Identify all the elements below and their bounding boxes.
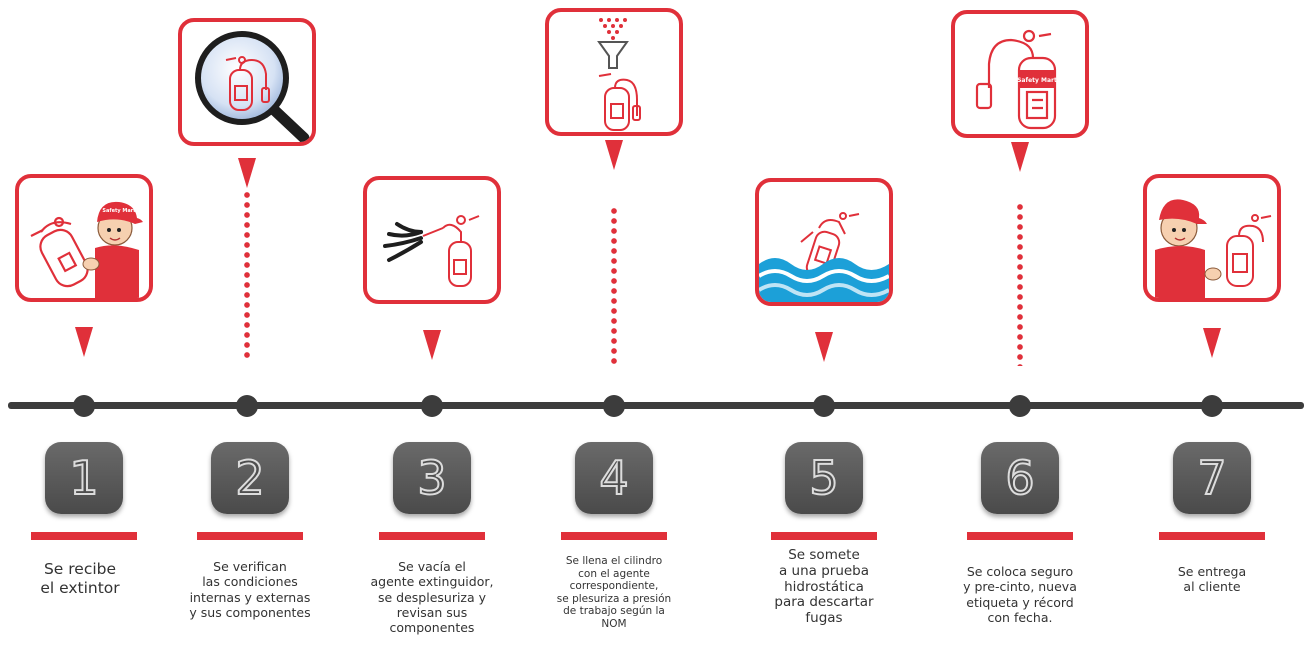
- step-4-card: [545, 8, 683, 136]
- step-6-number: 6: [1004, 451, 1035, 505]
- step-4-line-5: de trabajo según la: [563, 605, 665, 618]
- step-4-number: 4: [598, 451, 629, 505]
- step-3-line-5: componentes: [389, 620, 475, 635]
- step-2-number-badge: 2: [211, 442, 289, 514]
- step-4-line-1: Se llena el cilindro: [565, 555, 663, 567]
- step-2-divider: [197, 532, 303, 540]
- step-3-number: 3: [416, 451, 447, 505]
- step-3-line-3: se desplesuriza y: [377, 589, 487, 605]
- step-4-dotted-connector: [611, 206, 617, 366]
- step-5-line-5: fugas: [805, 610, 843, 627]
- step-4-divider: [561, 532, 667, 540]
- funnel-refill-extinguisher-icon: [597, 18, 641, 131]
- step-5-line-2: a una prueba: [778, 562, 870, 579]
- step-2-line-3: internas y externas: [189, 589, 311, 605]
- step-2-line-2: las condiciones: [202, 574, 298, 590]
- step-5-description: Se somete a una prueba hidrostática para…: [724, 547, 924, 627]
- step-4-line-2: con el agente: [578, 567, 650, 580]
- step-3-line-1: Se vacía el: [398, 559, 466, 574]
- step-2-dotted-connector: [244, 190, 250, 360]
- step-1-line-2: el extintor: [40, 578, 120, 597]
- mascot-delivering-extinguisher-icon: [1155, 199, 1272, 298]
- step-1-number: 1: [68, 451, 99, 505]
- step-6-line-1: Se coloca seguro: [966, 564, 1074, 579]
- step-6-description: Se coloca seguro y pre-cinto, nueva etiq…: [920, 564, 1120, 625]
- extinguisher-in-water-icon: [759, 212, 889, 302]
- mascot-holding-extinguisher-icon: Safety Mart: [30, 201, 143, 298]
- step-4-line-6: NOM: [601, 617, 627, 630]
- step-2-pointer: [238, 158, 256, 188]
- step-5-number: 5: [808, 451, 839, 505]
- svg-text:Safety Mart: Safety Mart: [1017, 77, 1057, 84]
- timeline-dot-5: [813, 395, 835, 417]
- step-5-pointer: [815, 332, 833, 362]
- step-4-line-4: se plesuriza a presión: [556, 592, 672, 605]
- step-6-card: Safety Mart: [951, 10, 1089, 138]
- step-1-number-badge: 1: [45, 442, 123, 514]
- step-1-description: Se recibe el extintor: [0, 560, 180, 598]
- step-5-number-badge: 5: [785, 442, 863, 514]
- labeled-extinguisher-icon: Safety Mart: [975, 29, 1057, 130]
- step-1-divider: [31, 532, 137, 540]
- step-2-card: [178, 18, 316, 146]
- step-5-divider: [771, 532, 877, 540]
- timeline-dot-4: [603, 395, 625, 417]
- step-3-number-badge: 3: [393, 442, 471, 514]
- step-5-card: [755, 178, 893, 306]
- step-6-line-3: etiqueta y récord: [966, 594, 1074, 610]
- step-7-line-1: Se entrega: [1177, 564, 1247, 579]
- step-1-pointer: [75, 327, 93, 357]
- step-7-pointer: [1203, 328, 1221, 358]
- step-7-divider: [1159, 532, 1265, 540]
- step-1-card: Safety Mart: [15, 174, 153, 302]
- step-3-card: [363, 176, 501, 304]
- step-1-line-1: Se recibe: [43, 560, 117, 578]
- step-4-pointer: [605, 140, 623, 170]
- step-4-line-3: correspondiente,: [569, 580, 659, 593]
- step-7-line-2: al cliente: [1183, 579, 1241, 595]
- step-6-pointer: [1011, 142, 1029, 172]
- step-7-card: [1143, 174, 1281, 302]
- step-6-line-2: y pre-cinto, nueva: [963, 579, 1077, 595]
- discharging-extinguisher-icon: [383, 215, 480, 287]
- timeline-dot-2: [236, 395, 258, 417]
- step-5-line-4: para descartar: [774, 594, 874, 611]
- timeline-dot-7: [1201, 395, 1223, 417]
- step-3-divider: [379, 532, 485, 540]
- step-2-line-1: Se verifican: [213, 559, 287, 574]
- magnifier-extinguisher-icon: [195, 31, 310, 142]
- step-6-divider: [967, 532, 1073, 540]
- step-5-line-1: Se somete: [788, 547, 860, 563]
- step-5-line-3: hidrostática: [784, 578, 864, 595]
- step-2-number: 2: [234, 451, 265, 505]
- step-3-line-2: agente extinguidor,: [370, 574, 494, 590]
- step-6-line-4: con fecha.: [987, 609, 1053, 625]
- step-3-description: Se vacía el agente extinguidor, se despl…: [332, 559, 532, 635]
- svg-text:Safety Mart: Safety Mart: [102, 208, 136, 214]
- step-3-pointer: [423, 330, 441, 360]
- timeline-line: [8, 402, 1304, 409]
- step-7-number-badge: 7: [1173, 442, 1251, 514]
- step-2-description: Se verifican las condiciones internas y …: [150, 559, 350, 620]
- step-6-number-badge: 6: [981, 442, 1059, 514]
- timeline-dot-3: [421, 395, 443, 417]
- step-4-number-badge: 4: [575, 442, 653, 514]
- step-6-dotted-connector: [1017, 202, 1023, 366]
- step-7-number: 7: [1196, 451, 1227, 505]
- step-4-description: Se llena el cilindro con el agente corre…: [514, 555, 714, 631]
- step-7-description: Se entrega al cliente: [1112, 564, 1311, 595]
- step-3-line-4: revisan sus: [396, 604, 468, 620]
- timeline-dot-1: [73, 395, 95, 417]
- step-2-line-4: y sus componentes: [189, 604, 311, 620]
- timeline-dot-6: [1009, 395, 1031, 417]
